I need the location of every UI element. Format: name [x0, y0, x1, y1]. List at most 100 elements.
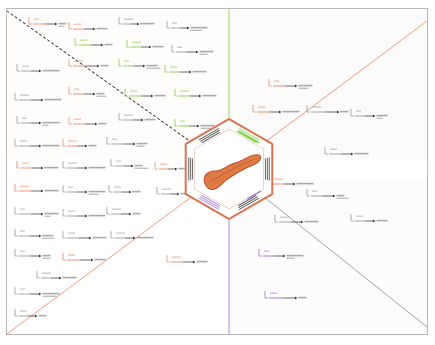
reaction-node — [16, 116, 60, 126]
reaction-node — [68, 59, 109, 68]
molecule-icon — [14, 139, 18, 147]
reaction-node — [62, 231, 107, 240]
molecule-icon — [324, 147, 328, 155]
arrow-right-icon — [85, 190, 88, 194]
label-snippet — [20, 288, 25, 290]
label-snippet — [112, 208, 121, 210]
label-snippet — [354, 152, 369, 155]
arrow-right-icon — [373, 114, 376, 118]
molecule-icon — [274, 215, 278, 223]
reaction-node — [14, 249, 51, 259]
hub-label-green — [236, 130, 260, 144]
arrow-right-icon — [293, 182, 296, 186]
label-snippet — [340, 110, 349, 113]
reaction-node — [68, 22, 108, 31]
arrow-right-icon — [41, 166, 44, 170]
arrow-right-icon — [93, 92, 96, 96]
arrow-right-icon — [279, 110, 282, 114]
reaction-node — [14, 207, 59, 217]
reaction-node — [258, 249, 304, 259]
reaction-node — [306, 189, 349, 199]
label-snippet — [42, 69, 60, 72]
label-snippet — [58, 22, 67, 25]
label-snippet — [274, 80, 279, 82]
molecule-icon — [16, 116, 20, 124]
label-snippet — [152, 45, 164, 48]
reaction-node — [268, 177, 314, 186]
molecule-icon — [16, 64, 20, 72]
label-snippet — [68, 186, 73, 188]
label-snippet — [62, 276, 77, 279]
label-snippet — [356, 215, 363, 217]
label-snippet — [274, 178, 283, 180]
arrow-right-icon — [91, 258, 94, 262]
hub-stripe — [201, 194, 221, 207]
label-snippet — [20, 208, 25, 210]
arrow-right-icon — [301, 220, 304, 224]
arrow-right-icon — [373, 219, 376, 223]
region-top-right — [229, 9, 427, 159]
molecule-icon — [306, 105, 310, 113]
label-snippet — [92, 236, 107, 239]
label-snippet — [124, 18, 133, 20]
reaction-node — [74, 38, 113, 47]
label-snippet — [88, 193, 99, 195]
reaction-node — [324, 147, 369, 156]
reaction-node — [14, 287, 60, 297]
reaction-node — [154, 162, 190, 171]
label-snippet — [202, 94, 217, 97]
arrow-right-icon — [295, 84, 298, 88]
label-snippet — [124, 114, 133, 116]
arrow-right-icon — [85, 214, 88, 218]
label-snippet — [42, 295, 57, 297]
reaction-nodes — [14, 17, 388, 318]
label-snippet — [134, 167, 149, 169]
label-snippet — [42, 121, 60, 124]
arrow-right-icon — [175, 167, 178, 171]
label-snippet — [130, 90, 137, 92]
pathway-map — [7, 9, 427, 334]
label-snippet — [80, 39, 87, 41]
label-snippet — [312, 106, 321, 108]
label-snippet — [146, 64, 158, 67]
label-snippet — [376, 219, 388, 222]
label-snippet — [330, 148, 337, 150]
molecule-icon — [166, 255, 170, 263]
label-snippet — [44, 166, 59, 169]
reaction-node — [164, 65, 207, 74]
label-snippet — [88, 190, 106, 193]
label-snippet — [42, 292, 60, 295]
label-snippet — [42, 254, 51, 257]
molecule-icon — [108, 185, 112, 193]
hub-label-purple — [246, 190, 262, 200]
molecule-icon — [62, 139, 66, 147]
label-snippet — [88, 214, 106, 217]
reaction-node — [274, 215, 319, 224]
reaction-node — [264, 291, 307, 300]
label-snippet — [136, 236, 154, 239]
label-snippet — [134, 164, 143, 167]
reaction-node — [306, 105, 349, 114]
molecule-icon — [14, 309, 18, 317]
arrow-right-icon — [55, 22, 58, 26]
molecule-icon — [68, 22, 72, 30]
label-snippet — [112, 138, 117, 140]
molecule-icon — [68, 87, 72, 95]
hub-stripe — [200, 196, 220, 209]
molecule-icon — [258, 249, 262, 257]
label-snippet — [98, 122, 107, 125]
molecule-icon — [68, 117, 72, 125]
reaction-node — [252, 105, 300, 114]
organ-duct — [210, 158, 256, 182]
reaction-node — [62, 185, 106, 195]
pancreas-organ-icon — [203, 154, 262, 190]
hub-stripe — [201, 131, 221, 144]
molecule-icon — [62, 253, 66, 261]
label-snippet — [178, 167, 190, 170]
molecule-icon — [268, 79, 272, 87]
reaction-node — [268, 79, 313, 89]
molecule-icon — [16, 161, 20, 169]
label-snippet — [22, 117, 27, 119]
molecule-icon — [106, 207, 110, 215]
molecule-icon — [28, 17, 32, 25]
